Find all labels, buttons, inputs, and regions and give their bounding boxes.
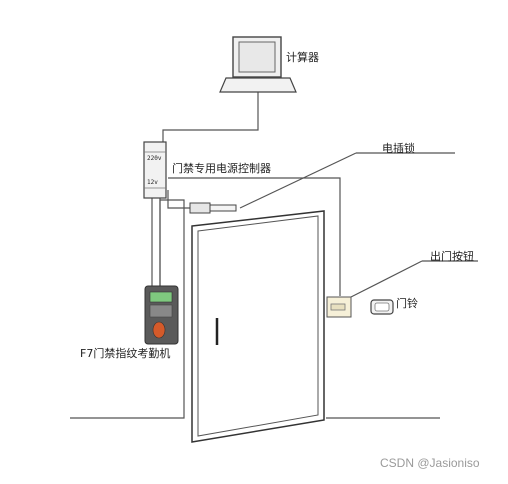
doorbell-label: 门铃 — [396, 297, 418, 310]
wire-controller-lock — [167, 190, 192, 209]
controller-mark-bottom: 12v — [147, 179, 158, 186]
door — [191, 210, 325, 443]
leader-electric-lock — [239, 152, 357, 209]
electric-lock-label: 电插锁 — [382, 142, 415, 155]
electric-lock-device — [189, 202, 237, 214]
doorbell-icon — [370, 299, 394, 315]
wire-floor-left — [70, 199, 185, 419]
wire-controller-exit-button — [168, 177, 341, 296]
fingerprint-terminal-device — [144, 285, 179, 345]
leader-exit-button — [348, 260, 423, 299]
computer-monitor-icon — [219, 36, 297, 93]
computer-label: 计算器 — [286, 51, 319, 64]
power-controller-box — [143, 141, 167, 199]
watermark-text: CSDN @Jasioniso — [380, 456, 480, 470]
exit-button-device — [326, 296, 352, 318]
controller-mark-top: 220v — [147, 155, 162, 162]
wire-computer-controller — [162, 92, 259, 142]
fingerprint-terminal-label: F7门禁指纹考勤机 — [80, 347, 171, 360]
power-controller-label: 门禁专用电源控制器 — [172, 162, 271, 175]
exit-button-label: 出门按钮 — [430, 250, 474, 263]
wiring-lines — [70, 92, 478, 419]
